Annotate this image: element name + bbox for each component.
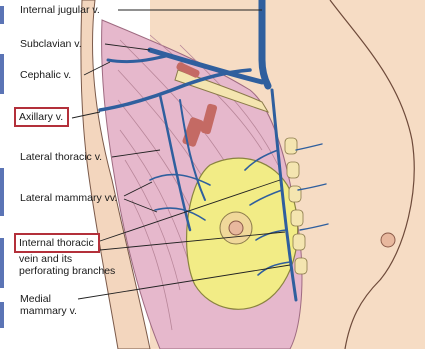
edge-marker [0, 168, 4, 216]
label-internal-thoracic-line3: perforating branches [14, 265, 144, 277]
label-cephalic: Cephalic v. [20, 69, 71, 81]
label-subclavian: Subclavian v. [20, 38, 82, 50]
label-lateral-thoracic: Lateral thoracic v. [20, 151, 102, 163]
label-internal-thoracic-line1: Internal thoracic [14, 233, 100, 253]
label-axillary: Axillary v. [14, 107, 69, 127]
label-internal-thoracic-line2: vein and its [14, 253, 144, 265]
label-internal-thoracic: Internal thoracic vein and its perforati… [14, 233, 144, 277]
gland-nipple [229, 221, 243, 235]
label-medial-mammary-line2: mammary v. [20, 305, 110, 317]
edge-marker [0, 302, 4, 328]
edge-marker [0, 6, 4, 24]
label-medial-mammary-line1: Medial [20, 293, 110, 305]
label-lateral-mammary: Lateral mammary vv. [20, 192, 117, 204]
label-medial-mammary: Medial mammary v. [20, 293, 110, 317]
label-internal-jugular: Internal jugular v. [20, 4, 100, 16]
edge-marker [0, 54, 4, 94]
nipple [381, 233, 395, 247]
edge-marker [0, 238, 4, 288]
